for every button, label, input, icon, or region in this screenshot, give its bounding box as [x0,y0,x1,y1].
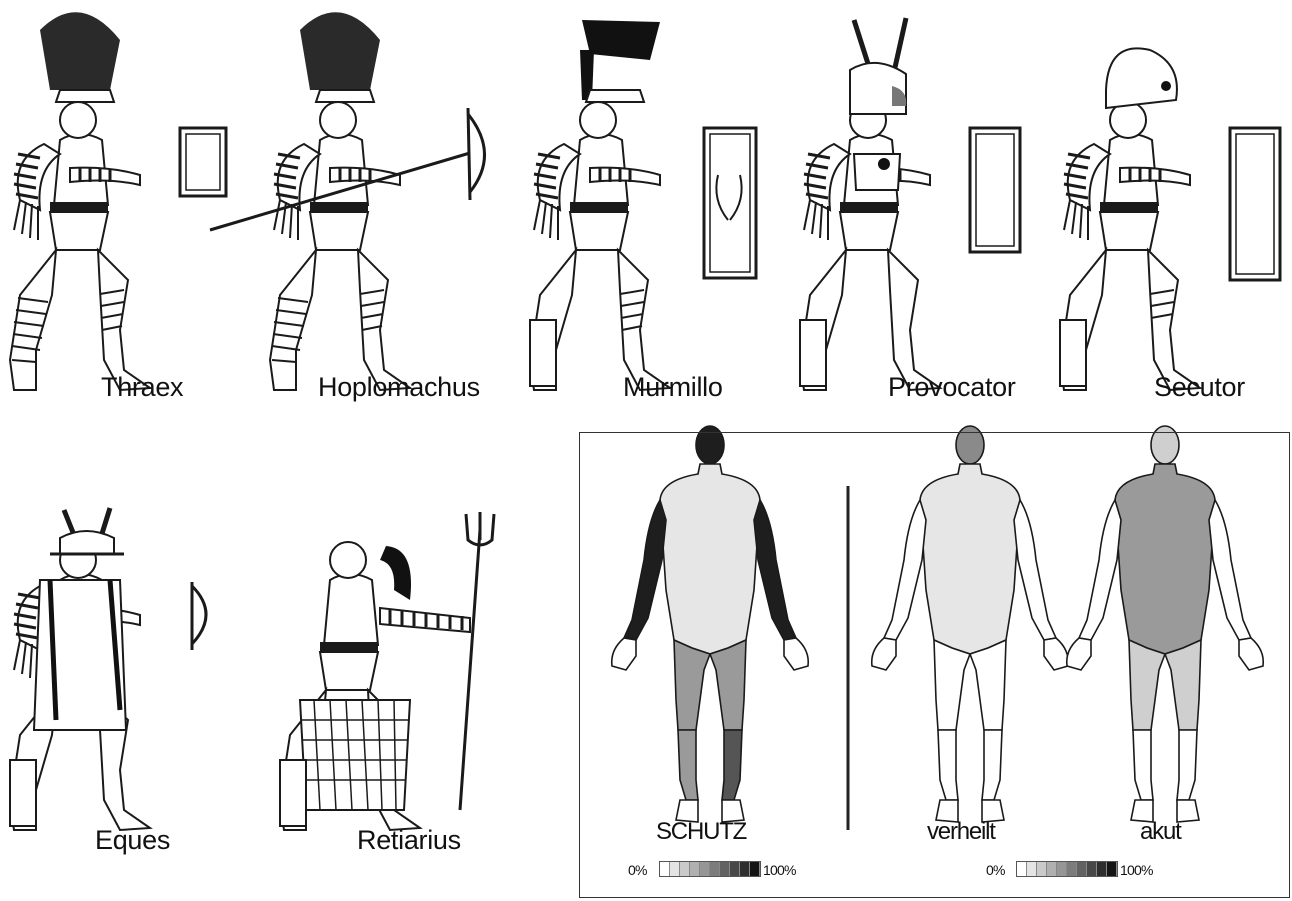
scale-step [730,862,740,876]
scale-step [720,862,730,876]
scale-step [1047,862,1057,876]
scale-step [690,862,700,876]
scale-step [750,862,760,876]
scale-step [660,862,670,876]
scale-step [1097,862,1107,876]
label-schutz: SCHUTZ [656,820,746,844]
thraex-figure [10,12,226,390]
scale-step [1107,862,1117,876]
label-murmillo: Murmillo [623,374,723,401]
scale-2-min-label: 0% [986,863,1005,877]
label-secutor: Secutor [1154,374,1245,401]
scale-step [1087,862,1097,876]
scale-step [680,862,690,876]
scale-step [700,862,710,876]
label-akut: akut [1140,820,1181,844]
label-eques: Eques [95,827,170,854]
scale-step [1037,862,1047,876]
scale-2-gradient-bar [1016,861,1118,877]
scale-1-gradient-bar [659,861,761,877]
scale-1-max-label: 100% [763,863,796,877]
scale-step [740,862,750,876]
scale-2-max-label: 100% [1120,863,1153,877]
scale-step [710,862,720,876]
label-thraex: Thraex [101,374,183,401]
secutor-figure [1060,48,1280,390]
eques-figure [10,508,206,830]
scale-step [1017,862,1027,876]
label-retiarius: Retiarius [357,827,461,854]
label-provocator: Provocator [888,374,1016,401]
scale-1-min-label: 0% [628,863,647,877]
scale-step [670,862,680,876]
scale-step [1057,862,1067,876]
murmillo-figure [530,20,756,390]
label-verheilt: verheilt [927,820,995,844]
provocator-figure [800,18,1020,390]
scale-step [1027,862,1037,876]
retiarius-figure [280,512,494,830]
scale-step [1077,862,1087,876]
scale-step [1067,862,1077,876]
label-hoplomachus: Hoplomachus [318,374,480,401]
hoplomachus-figure [210,12,485,390]
